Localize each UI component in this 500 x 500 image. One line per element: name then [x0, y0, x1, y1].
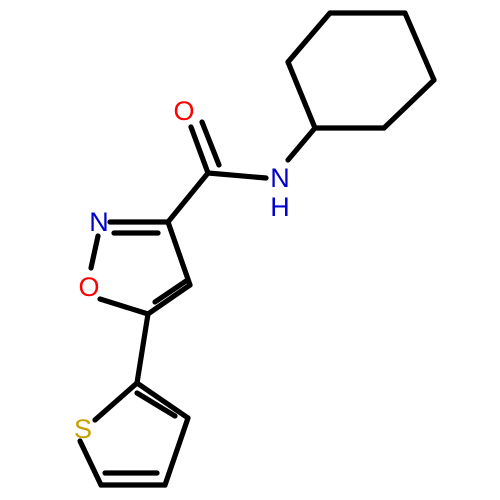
bond: [92, 380, 140, 423]
bond: [162, 415, 191, 488]
bond: [134, 390, 178, 419]
bond: [88, 233, 101, 271]
bond: [152, 278, 189, 305]
atom-ring-o: O: [78, 272, 99, 302]
atom-ring-n: N: [89, 207, 109, 237]
bond: [188, 124, 211, 176]
bond: [165, 170, 211, 225]
bond: [165, 219, 193, 288]
cyclohexane-ring: [285, 10, 437, 131]
bond: [199, 119, 222, 168]
atom-thiophene-s: S: [74, 414, 92, 444]
bond: [381, 77, 437, 131]
isoxazole-ring: [88, 219, 193, 317]
atom-amide-n: N: [270, 163, 290, 193]
bond: [134, 311, 151, 386]
bond: [97, 296, 151, 317]
bond: [77, 438, 104, 488]
amide-group: [165, 119, 318, 225]
bond: [285, 59, 318, 131]
bond: [134, 380, 191, 421]
bond: [205, 170, 269, 181]
bond: [145, 282, 193, 317]
bond: [285, 125, 318, 163]
bond: [402, 10, 437, 83]
atom-carbonyl-o: O: [173, 96, 194, 126]
thiophene-ring: [77, 380, 191, 488]
bond: [285, 10, 333, 65]
atom-amide-h: H: [270, 192, 290, 222]
